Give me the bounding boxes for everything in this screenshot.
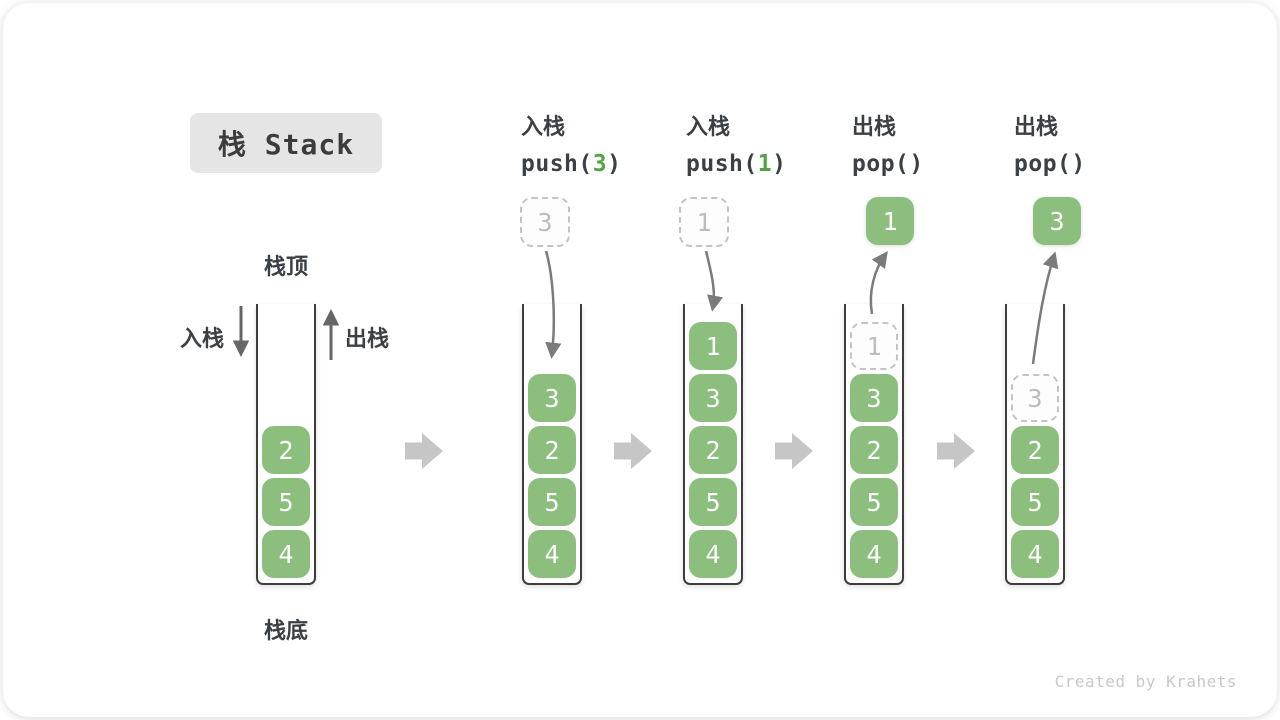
- push-legend-label: 入栈: [180, 326, 225, 351]
- stack-cell: 2: [528, 426, 576, 474]
- call-arg: 3: [592, 151, 608, 177]
- stack-cell: 4: [689, 530, 737, 578]
- stack-cell-ghost: 3: [1011, 374, 1059, 422]
- floating-element-popped-3: 3: [1033, 197, 1081, 245]
- stack-top-label: 栈顶: [263, 254, 309, 279]
- call-suffix: ): [772, 151, 787, 177]
- arrows-overlay: [232, 250, 1059, 469]
- title-text: 栈 Stack: [217, 128, 355, 161]
- stack-cell: 2: [1011, 426, 1059, 474]
- call-suffix: ): [607, 151, 622, 177]
- floating-element-push-1: 1: [679, 197, 729, 247]
- stack-cell: 4: [528, 530, 576, 578]
- watermark-credit: Created by Krahets: [1054, 672, 1237, 691]
- op-label-pop-2: 出栈 pop(): [1014, 109, 1086, 177]
- stack-cell: 5: [689, 478, 737, 526]
- floating-element-popped-1: 1: [866, 197, 914, 245]
- op-action-label: 出栈: [1014, 114, 1059, 139]
- step-arrow-icon: [614, 433, 652, 469]
- stack-cell: 5: [262, 478, 310, 526]
- push-1-arrow-icon: [704, 250, 724, 312]
- call-prefix: pop(: [1014, 151, 1072, 177]
- pop-legend-label: 出栈: [345, 326, 390, 351]
- stack-cell: 1: [689, 322, 737, 370]
- call-suffix: ): [1071, 151, 1086, 177]
- stack-cell: 2: [689, 426, 737, 474]
- stack-cell: 4: [262, 530, 310, 578]
- call-prefix: push(: [686, 151, 758, 177]
- floating-element-push-3: 3: [520, 197, 570, 247]
- stack-cell: 3: [528, 374, 576, 422]
- stack-bottom-label: 栈底: [263, 618, 309, 643]
- stack-cell: 2: [262, 426, 310, 474]
- call-arg: 1: [757, 151, 773, 177]
- call-suffix: ): [909, 151, 924, 177]
- step-arrow-icon: [937, 433, 975, 469]
- op-call-label: push(1): [686, 151, 786, 177]
- op-call-label: pop(): [1014, 151, 1086, 177]
- op-label-pop-1: 出栈 pop(): [852, 109, 924, 177]
- op-action-label: 入栈: [686, 114, 731, 139]
- title-badge: 栈 Stack: [190, 113, 382, 173]
- stack-cell: 5: [1011, 478, 1059, 526]
- stack-cell: 5: [528, 478, 576, 526]
- stack-cell: 3: [689, 374, 737, 422]
- stack-cell: 3: [850, 374, 898, 422]
- stack-cell-ghost: 1: [850, 322, 898, 370]
- stack-cell: 2: [850, 426, 898, 474]
- op-action-label: 入栈: [521, 114, 566, 139]
- step-arrow-icon: [775, 433, 813, 469]
- op-call-label: pop(): [852, 151, 924, 177]
- call-prefix: pop(: [852, 151, 910, 177]
- op-action-label: 出栈: [852, 114, 897, 139]
- op-call-label: push(3): [521, 151, 621, 177]
- step-arrow-icon: [405, 433, 443, 469]
- stack-cell: 4: [850, 530, 898, 578]
- stack-cell: 5: [850, 478, 898, 526]
- diagram-card: 栈 Stack 栈顶 栈底 入栈 出栈 入栈 push(3) 入栈 push(1…: [3, 3, 1277, 717]
- call-prefix: push(: [521, 151, 593, 177]
- op-label-push-3: 入栈 push(3): [521, 109, 621, 177]
- stack-cell: 4: [1011, 530, 1059, 578]
- op-label-push-1: 入栈 push(1): [686, 109, 786, 177]
